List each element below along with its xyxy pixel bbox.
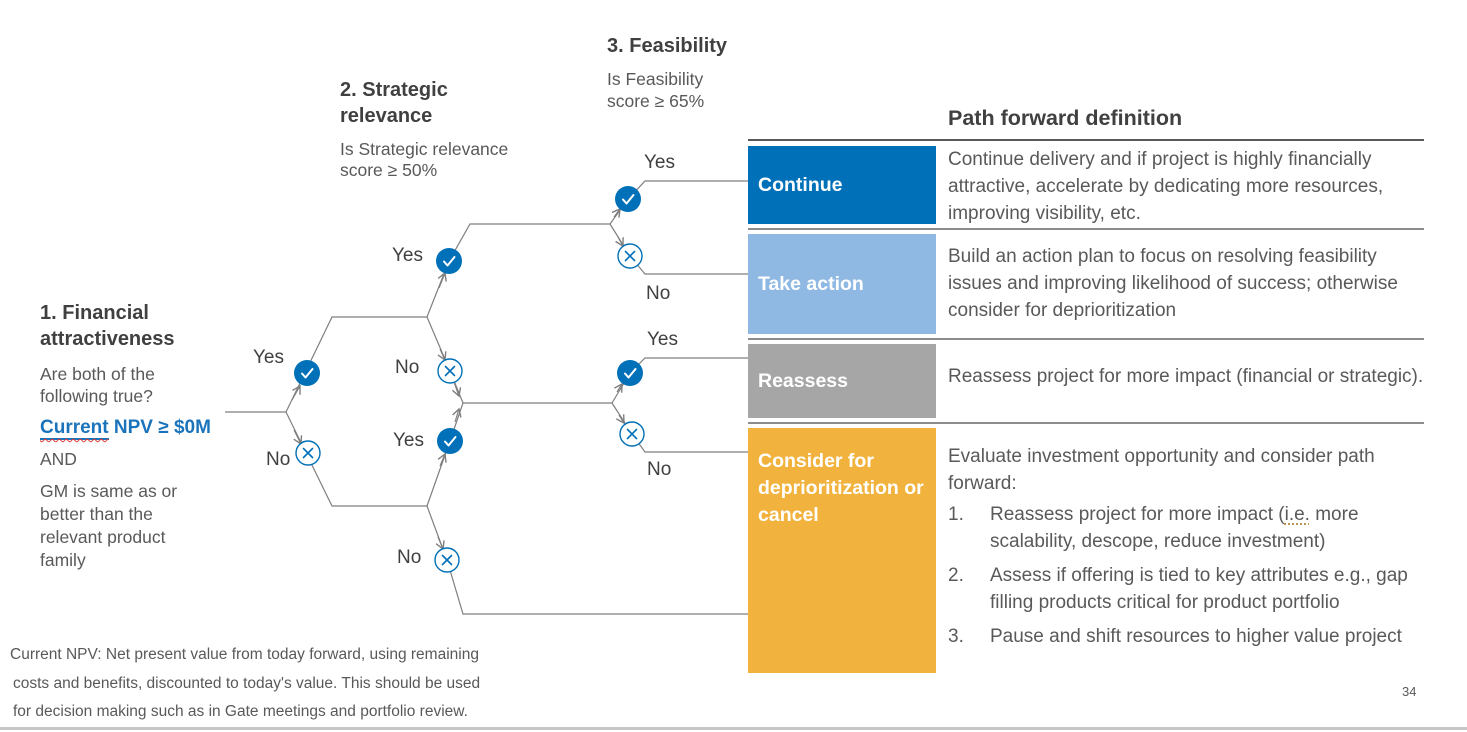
stage-feasibility: 3. Feasibility Is Feasibility score ≥ 65… <box>607 33 727 112</box>
list-item: 2. Assess if offering is tied to key att… <box>948 562 1426 616</box>
financial-no-cross-icon <box>295 440 321 466</box>
continue-label: Continue <box>758 173 843 196</box>
list-item-text: Assess if offering is tied to key attrib… <box>990 565 1408 613</box>
stage-strategic-relevance: 2. Strategic relevance Is Strategic rele… <box>340 77 508 181</box>
list-item-text: Reassess project for more impact (i.e. m… <box>990 504 1359 552</box>
continue-definition: Continue delivery and if project is high… <box>948 149 1384 224</box>
page-number: 34 <box>1402 684 1417 699</box>
stage1-and-label: AND <box>40 449 77 469</box>
feasibility-top-no-label: No <box>646 283 671 304</box>
strategic-top-yes-check-icon <box>436 248 462 274</box>
row-separator-2 <box>748 338 1424 340</box>
stage1-criterion-npv: Current NPV ≥ $0M <box>40 417 211 440</box>
feasibility-top-yes-label: Yes <box>644 152 675 173</box>
outcome-box-continue: Continue <box>748 146 936 224</box>
feasibility-mid-no-cross-icon <box>619 421 645 447</box>
tree-arrowheads <box>291 207 625 551</box>
financial-yes-check-icon <box>294 360 320 386</box>
list-item-number: 3. <box>948 626 964 647</box>
list-item: 1. Reassess project for more impact (i.e… <box>948 501 1426 555</box>
outcome-box-take-action: Take action <box>748 234 936 334</box>
outcome-box-deprioritize: Consider for deprioritization or cancel <box>748 428 936 673</box>
header-underline <box>748 139 1424 141</box>
take-action-label: Take action <box>758 272 864 295</box>
stage2-question: Is Strategic relevance score ≥ 50% <box>340 139 509 180</box>
stage2-title: 2. Strategic relevance <box>340 79 448 127</box>
strategic-top-no-label: No <box>395 357 420 378</box>
strategic-bottom-no-cross-icon <box>434 547 460 573</box>
list-item-number: 2. <box>948 565 964 586</box>
feasibility-mid-yes-check-icon <box>617 360 643 386</box>
list-item-text: Pause and shift resources to higher valu… <box>990 626 1402 647</box>
npv-rest: NPV ≥ $0M <box>108 417 211 438</box>
outcome-box-reassess: Reassess <box>748 344 936 418</box>
stage1-criterion-gm: GM is same as or better than the relevan… <box>40 481 178 570</box>
stage1-title: 1. Financial attractiveness <box>40 302 175 350</box>
strategic-bottom-yes-check-icon <box>437 428 463 454</box>
path-forward-header: Path forward definition <box>948 106 1183 130</box>
financial-no-label: No <box>266 449 291 470</box>
stage1-question: Are both of the following true? <box>40 364 155 406</box>
feasibility-top-no-cross-icon <box>617 243 643 269</box>
stage3-question: Is Feasibility score ≥ 65% <box>607 69 705 111</box>
financial-yes-label: Yes <box>253 347 284 368</box>
stage-financial-attractiveness: 1. Financial attractiveness Are both of … <box>40 300 211 572</box>
deprioritize-definition: Evaluate investment opportunity and cons… <box>948 443 1426 657</box>
deprioritize-definition-intro: Evaluate investment opportunity and cons… <box>948 446 1375 494</box>
ie-abbreviation: i.e. <box>1284 504 1310 525</box>
strategic-bottom-yes-label: Yes <box>393 430 424 451</box>
stage3-title: 3. Feasibility <box>607 35 728 57</box>
tree-connector-lines <box>225 180 749 615</box>
strategic-bottom-no-label: No <box>397 547 422 568</box>
slide-bottom-rule <box>0 727 1467 730</box>
strategic-top-yes-label: Yes <box>392 245 423 266</box>
feasibility-mid-yes-label: Yes <box>647 329 678 350</box>
npv-current-word: Current <box>40 417 109 440</box>
row-separator-3 <box>748 422 1424 424</box>
row-separator-1 <box>748 228 1424 230</box>
list-item-number: 1. <box>948 504 964 525</box>
footnote: Current NPV: Net present value from toda… <box>10 646 481 720</box>
feasibility-mid-no-label: No <box>647 459 672 480</box>
take-action-definition: Build an action plan to focus on resolvi… <box>948 246 1398 321</box>
list-item: 3. Pause and shift resources to higher v… <box>948 623 1426 650</box>
strategic-top-no-cross-icon <box>437 358 463 384</box>
reassess-label: Reassess <box>758 369 848 392</box>
reassess-definition: Reassess project for more impact (financ… <box>948 366 1424 387</box>
feasibility-top-yes-check-icon <box>615 186 641 212</box>
deprioritize-definition-list: 1. Reassess project for more impact (i.e… <box>948 501 1426 650</box>
deprioritize-label: Consider for deprioritization or cancel <box>758 450 924 526</box>
